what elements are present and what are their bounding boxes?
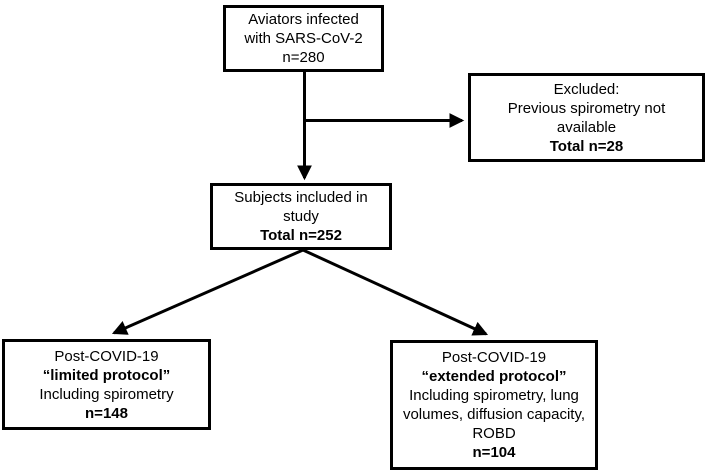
extended-box-detail-line3: ROBD	[472, 425, 516, 442]
limited-box-title: Post-COVID-19	[54, 347, 159, 365]
aviators-box-line2: with SARS-CoV-2	[244, 30, 363, 47]
arrow-included-to-limited	[111, 248, 304, 335]
extended-box-detail-line2: volumes, diffusion capacity,	[402, 406, 586, 423]
included-box-line1: Subjects included in	[234, 189, 368, 206]
included-box-line2: study	[283, 208, 319, 225]
limited-box-count: n=148	[85, 404, 128, 422]
aviators-infected-box: Aviators infected with SARS-CoV-2 n=280	[223, 5, 384, 72]
limited-protocol-box: Post-COVID-19 “limited protocol” Includi…	[2, 339, 211, 430]
extended-box-detail-line1: Including spirometry, lung	[409, 387, 579, 404]
extended-protocol-box: Post-COVID-19 “extended protocol” Includ…	[390, 340, 598, 470]
excluded-box-reason-line2: available	[556, 118, 617, 136]
extended-box-count: n=104	[472, 444, 516, 461]
excluded-box-title: Excluded:	[553, 80, 620, 98]
aviators-box-count: n=280	[282, 49, 325, 66]
included-box-total: Total n=252	[260, 227, 342, 244]
aviators-box-line1: Aviators infected	[248, 11, 359, 28]
excluded-box-reason-line1: Previous spirometry not	[507, 99, 666, 117]
limited-box-protocol: “limited protocol”	[42, 366, 171, 384]
extended-box-protocol: “extended protocol”	[421, 368, 567, 385]
limited-box-detail: Including spirometry	[39, 385, 174, 403]
excluded-box-total: Total n=28	[549, 137, 624, 155]
extended-box-title: Post-COVID-19	[441, 349, 547, 366]
subjects-included-box: Subjects included in study Total n=252	[210, 183, 392, 250]
excluded-box: Excluded: Previous spirometry not availa…	[468, 73, 705, 162]
arrow-included-to-extended	[302, 248, 489, 336]
